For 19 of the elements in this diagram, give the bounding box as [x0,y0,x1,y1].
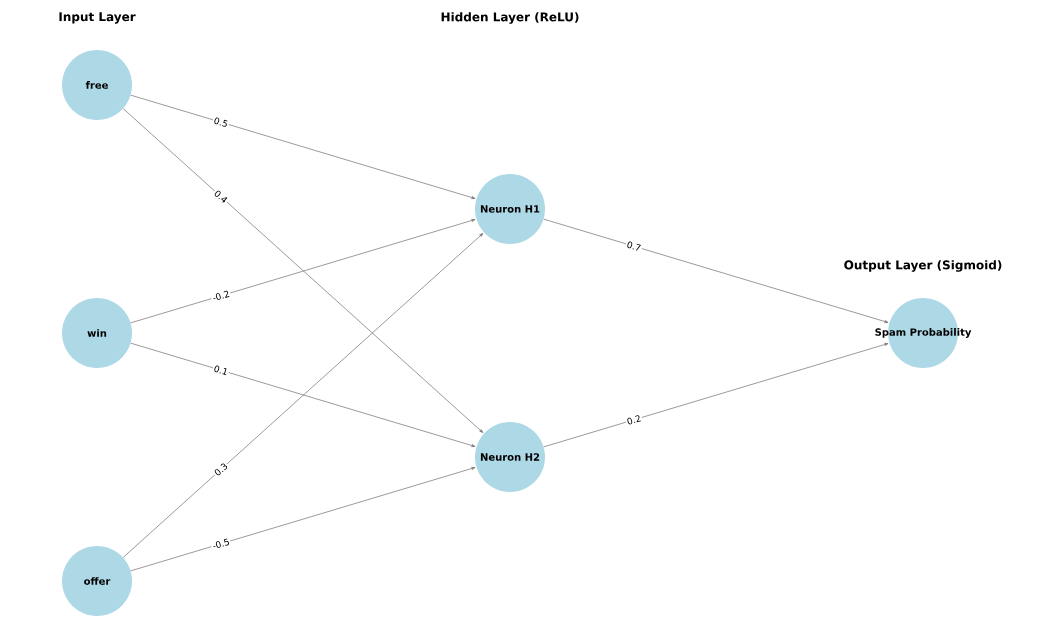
edge-label: -0.2 [210,288,232,303]
arrow [543,218,889,324]
arrow [130,466,476,572]
arrow [130,342,476,448]
arrow [122,108,484,433]
edge-label: -0.5 [210,536,232,551]
edge-label: 0.7 [624,239,643,253]
edge-label: 0.4 [211,187,230,206]
edge-label: 0.3 [211,460,230,479]
arrow [130,94,476,200]
edge-label: 0.1 [211,363,230,377]
edge-label: 0.2 [624,413,643,427]
edge-label: 0.5 [211,115,230,129]
layer-title: Input Layer [59,12,136,24]
layer-title: Hidden Layer (ReLU) [441,12,579,24]
arrow [543,342,889,448]
arrow [122,233,484,558]
arrow [130,218,476,324]
layer-title: Output Layer (Sigmoid) [844,260,1002,272]
